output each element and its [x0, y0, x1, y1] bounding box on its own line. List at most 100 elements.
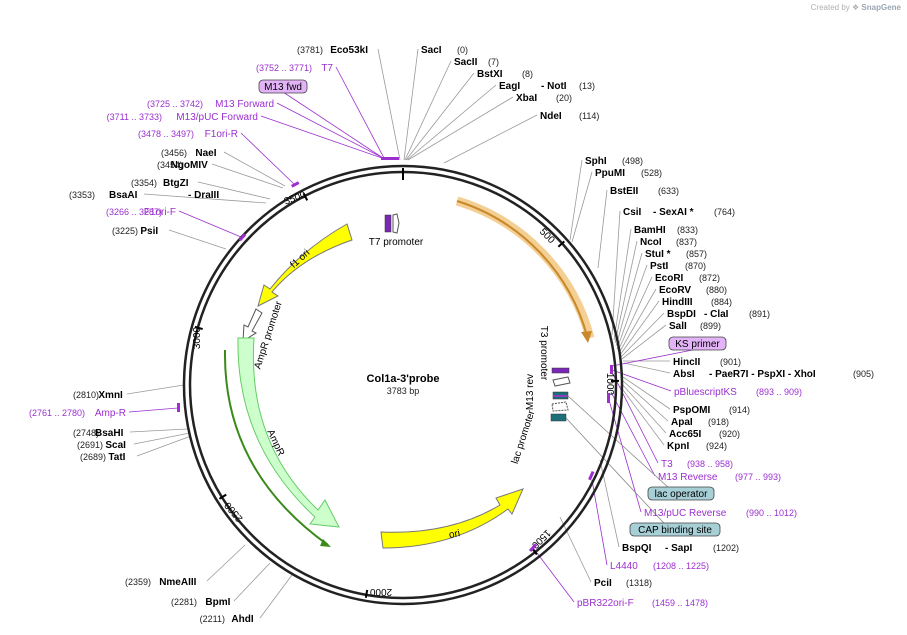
enzyme-leader-psti	[616, 264, 648, 350]
enzyme-position-10: (833)	[677, 225, 698, 235]
enzyme-leader-bpmi	[233, 562, 271, 602]
created-by-credit: Created by ❖ SnapGene	[811, 3, 901, 12]
m13-fwd-pill	[258, 79, 308, 94]
l4440-primer-mark	[588, 470, 595, 481]
primer-f1orif: F1ori-F	[144, 207, 176, 218]
enzyme-leader-apai	[621, 379, 669, 422]
tick-mark	[557, 240, 565, 248]
enzyme-position-18: (899)	[700, 321, 721, 331]
enzyme-position-2: (8)	[522, 69, 533, 79]
enzyme-position-5: (114)	[579, 111, 599, 121]
enzyme-leader-psii	[168, 229, 227, 250]
enzyme-leader-sacii	[404, 60, 452, 161]
t7-promoter-label: T7 promoter	[369, 237, 424, 248]
enzyme-leader-bsahi	[129, 428, 188, 433]
primer-range-left-4: (3266 .. 3287)	[106, 207, 162, 217]
enzyme-leader-tati	[136, 435, 192, 457]
ori-label: ori	[448, 528, 461, 541]
enzyme-position-left-3: (3354)	[131, 178, 157, 188]
cap-binding-site-pill-leader	[565, 417, 676, 536]
enzyme-bpmi: BpmI	[205, 597, 230, 608]
primer-m13pucforward: M13/pUC Forward	[176, 112, 258, 123]
enzyme-bsteii: BstEII	[610, 186, 639, 197]
enzyme-csii: CsiI	[623, 207, 642, 218]
amp-r-primer-mark	[177, 403, 180, 412]
credit-prefix: Created by	[810, 3, 850, 12]
tick-label-3000: 3000	[192, 326, 203, 349]
enzyme-position-15: (880)	[706, 285, 727, 295]
enzyme-position-6: (498)	[622, 156, 643, 166]
enzyme-position-left-11: (2281)	[171, 597, 197, 607]
enzyme-leader-eagi	[406, 84, 497, 161]
pbr322-primer-mark	[528, 543, 538, 553]
enzyme-scai: ScaI	[105, 440, 126, 451]
enzyme-ppumi: PpuMI	[595, 168, 625, 179]
primer-leader-left-4	[178, 210, 242, 238]
enzyme-pspomi: PspOMI	[673, 405, 710, 416]
enzyme-position-19: (901)	[720, 357, 741, 367]
ampr-outline-arc	[223, 349, 329, 546]
ks-primer-pill-leader	[611, 348, 698, 367]
enzyme-xmni: XmnI	[98, 390, 123, 401]
tick-mark	[194, 325, 203, 330]
enzyme-alias-9: - SexAI *	[653, 207, 694, 218]
enzyme-alias-3: - NotI	[541, 81, 567, 92]
lac-promoter-feature	[551, 401, 569, 412]
enzyme-psii: PsiI	[140, 226, 158, 237]
t7-promoter-feature	[384, 214, 392, 233]
f1-ori-arrow	[257, 223, 353, 307]
enzyme-sacii: SacII	[454, 57, 478, 68]
enzyme-leader-bspdi	[620, 312, 665, 358]
enzyme-position-16: (884)	[711, 297, 732, 307]
enzyme-position-left-8: (2691)	[77, 440, 103, 450]
enzyme-leader-sali	[621, 324, 667, 360]
enzyme-tati: TatI	[108, 452, 125, 463]
leader-lines	[126, 48, 698, 619]
enzyme-psti: PstI	[650, 261, 669, 272]
primer-range-1: (938 .. 958)	[687, 459, 733, 469]
enzyme-leader-pspomi	[622, 376, 671, 410]
enzyme-leader-absi	[623, 362, 671, 374]
ks-primer-pill	[668, 336, 727, 351]
enzyme-bamhi: BamHI	[634, 225, 666, 236]
enzyme-bsahi: BsaHI	[95, 428, 124, 439]
enzyme-leader-ndei	[443, 114, 538, 164]
m13-rev-label: M13 rev	[525, 374, 536, 410]
enzyme-leader-kpni	[619, 385, 665, 446]
lac-operator-pill-leader	[567, 395, 682, 500]
m13-fwd-pill-leader	[282, 91, 384, 159]
enzyme-leader-xbai	[407, 96, 514, 161]
cap-binding-site-pill	[629, 522, 721, 537]
primer-leader-4	[591, 479, 608, 566]
lac-operator-band	[553, 395, 568, 397]
tick-label-3500: 3500	[283, 190, 308, 208]
enzyme-bsaai: BsaAI	[109, 190, 138, 201]
enzyme-leader-pcii	[559, 516, 592, 583]
tick-mark	[364, 589, 369, 598]
enzyme-absi: AbsI	[673, 369, 695, 380]
insert-arrow-core	[456, 200, 588, 337]
primer-leader-2	[610, 391, 656, 477]
enzyme-hindiii: HindIII	[662, 297, 693, 308]
enzyme-leader-ecorv	[618, 288, 657, 354]
tick-mark	[218, 493, 227, 500]
enzyme-leader-acc65i	[620, 382, 667, 434]
enzyme-position-0: (0)	[457, 45, 468, 55]
f1ori-f-primer-mark	[238, 233, 247, 242]
ks-primer-pill-label: KS primer	[675, 339, 720, 350]
primer-l4440: L4440	[610, 561, 638, 572]
enzyme-position-left-6: (2810)	[73, 390, 99, 400]
insert-arrowhead	[581, 331, 592, 343]
primer-range-3: (990 .. 1012)	[746, 508, 797, 518]
enzyme-position-23: (920)	[719, 429, 740, 439]
enzyme-leader-saci	[403, 48, 419, 161]
enzyme-saci: SacI	[421, 45, 442, 56]
enzyme-alias-left-4: - DraIII	[188, 190, 219, 201]
snapgene-logo-icon: ❖	[852, 3, 860, 12]
primer-range-left-1: (3725 .. 3742)	[147, 99, 203, 109]
enzyme-position-20: (905)	[853, 369, 874, 379]
enzyme-position-left-1: (3456)	[161, 148, 187, 158]
enzyme-leader-stui	[615, 252, 643, 347]
enzyme-ngomiv: NgoMIV	[171, 160, 209, 171]
